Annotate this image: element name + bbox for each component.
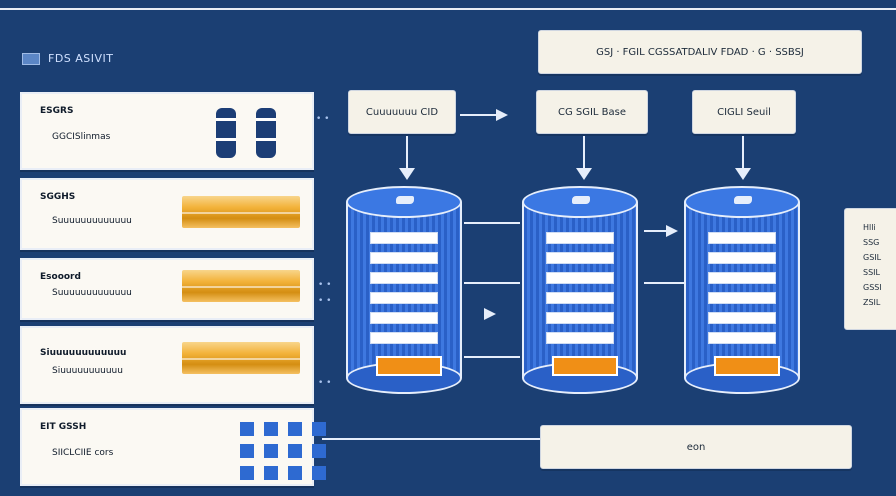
left-card-1-subtitle: Suuuuuuuuuuuuu [52, 216, 132, 226]
arrow-right-icon [666, 225, 678, 237]
storage-bar-icon [182, 196, 300, 228]
left-card-3-title: Siuuuuuuuuuuuu [40, 348, 127, 358]
database-cap-icon [396, 196, 414, 204]
side-panel-item: GSSI [863, 283, 882, 292]
top-box-1: CG SGIL Base [536, 90, 648, 134]
left-card-0-title: ESGRS [40, 106, 74, 116]
connector-line [644, 282, 684, 284]
side-panel-item: Hlli [863, 223, 876, 232]
top-box-2-label: CIGLI Seuil [717, 106, 771, 118]
left-card-0-subtitle: GGCISlinmas [52, 132, 111, 142]
connector-line [464, 282, 520, 284]
database-cylinder-1 [522, 186, 638, 396]
top-box-0-label: Cuuuuuuu CID [365, 106, 439, 118]
top-box-0: Cuuuuuuu CID [348, 90, 456, 134]
side-panel-item: SSIL [863, 268, 880, 277]
status-indicator [714, 356, 780, 376]
connector-mark: • • [316, 114, 330, 124]
arrow-line [406, 136, 408, 170]
header-box: GSJ · FGIL CGSSATDALIV FDAD · G · SSBSJ [538, 30, 862, 74]
brand-label: FDS ASIVIT [48, 52, 114, 65]
left-card-1: SGGHS Suuuuuuuuuuuuu [20, 178, 314, 250]
database-cap-icon [734, 196, 752, 204]
left-card-2: Esooord Suuuuuuuuuuuuu [20, 258, 314, 320]
connector-mark: • • [318, 378, 332, 388]
status-indicator [552, 356, 618, 376]
top-box-1-label: CG SGIL Base [557, 106, 627, 118]
arrow-down-icon [735, 168, 751, 180]
arrow-line [583, 136, 585, 170]
arrow-right-icon [496, 109, 508, 121]
database-cylinder-0 [346, 186, 462, 396]
database-icon [216, 108, 236, 158]
bottom-box: eon [540, 425, 852, 469]
left-card-4-subtitle: SIICLCIIE cors [52, 448, 114, 458]
bottom-box-label: eon [686, 441, 706, 453]
left-card-3-subtitle: Siuuuuuuuuuuu [52, 366, 123, 376]
connector-mark: • • [318, 280, 332, 290]
arrow-line [644, 230, 668, 232]
grid-icon [240, 422, 326, 480]
connector-mark: • • [318, 296, 332, 306]
left-card-4: EIT GSSH SIICLCIIE cors [20, 408, 326, 486]
database-cap-icon [572, 196, 590, 204]
connector-line [464, 356, 520, 358]
arrow-down-icon [399, 168, 415, 180]
connector-line [322, 438, 540, 440]
top-box-2: CIGLI Seuil [692, 90, 796, 134]
arrow-line [460, 114, 500, 116]
left-card-3: Siuuuuuuuuuuuu Siuuuuuuuuuuu [20, 326, 314, 404]
left-card-2-subtitle: Suuuuuuuuuuuuu [52, 288, 132, 298]
side-panel: Hlli SSG GSIL SSIL GSSI ZSIL [844, 208, 896, 330]
storage-bar-icon [182, 342, 300, 374]
left-card-0: ESGRS GGCISlinmas [20, 92, 314, 170]
header-text: GSJ · FGIL CGSSATDALIV FDAD · G · SSBSJ [596, 46, 804, 58]
arrow-line [742, 136, 744, 170]
top-divider [0, 8, 896, 10]
storage-bar-icon [182, 270, 300, 302]
database-icon [256, 108, 276, 158]
side-panel-item: ZSIL [863, 298, 881, 307]
side-panel-item: SSG [863, 238, 880, 247]
brand: FDS ASIVIT [22, 52, 114, 65]
connector-line [464, 222, 520, 224]
left-card-4-title: EIT GSSH [40, 422, 87, 432]
database-cylinder-2 [684, 186, 800, 396]
status-indicator [376, 356, 442, 376]
arrow-right-icon [484, 308, 496, 320]
left-card-1-title: SGGHS [40, 192, 76, 202]
arrow-down-icon [576, 168, 592, 180]
left-card-2-title: Esooord [40, 272, 81, 282]
side-panel-item: GSIL [863, 253, 882, 262]
brand-logo-icon [22, 52, 40, 65]
